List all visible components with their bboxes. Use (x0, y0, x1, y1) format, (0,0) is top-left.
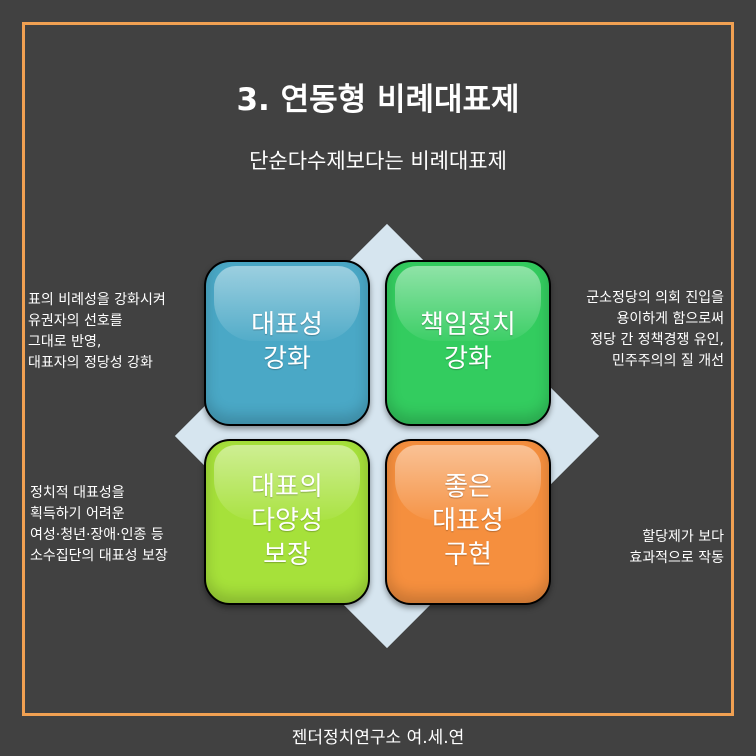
slide-title: 3. 연동형 비례대표제 (236, 82, 520, 118)
slide-subtitle: 단순다수제보다는 비례대표제 (249, 149, 507, 173)
note-bottom-left: 정치적 대표성을 획득하기 어려운 여성·청년·장애·인종 등 소수집단의 대표… (30, 485, 168, 564)
note-top-right: 군소정당의 의회 진입을 용이하게 함으로써 정당 간 정책경쟁 유인, 민주주… (586, 290, 724, 369)
note-bottom-right: 할당제가 보다 효과적으로 작동 (629, 529, 724, 566)
quadrant-accountability-label: 책임정치 강화 (420, 310, 516, 374)
quadrant-diversity: 대표의 다양성 보장 (204, 439, 370, 605)
quadrant-good-representation-label: 좋은 대표성 구현 (432, 472, 504, 570)
quadrant-accountability: 책임정치 강화 (385, 260, 551, 426)
quadrant-representation-label: 대표성 강화 (251, 310, 323, 374)
quadrant-representation: 대표성 강화 (204, 260, 370, 426)
quadrant-good-representation: 좋은 대표성 구현 (385, 439, 551, 605)
slide-frame (22, 22, 734, 716)
note-top-left: 표의 비례성을 강화시켜 유권자의 선호를 그대로 반영, 대표자의 정당성 강… (28, 292, 166, 371)
quadrant-diversity-label: 대표의 다양성 보장 (251, 472, 323, 570)
footer-credit: 젠더정치연구소 여.세.연 (291, 728, 465, 748)
